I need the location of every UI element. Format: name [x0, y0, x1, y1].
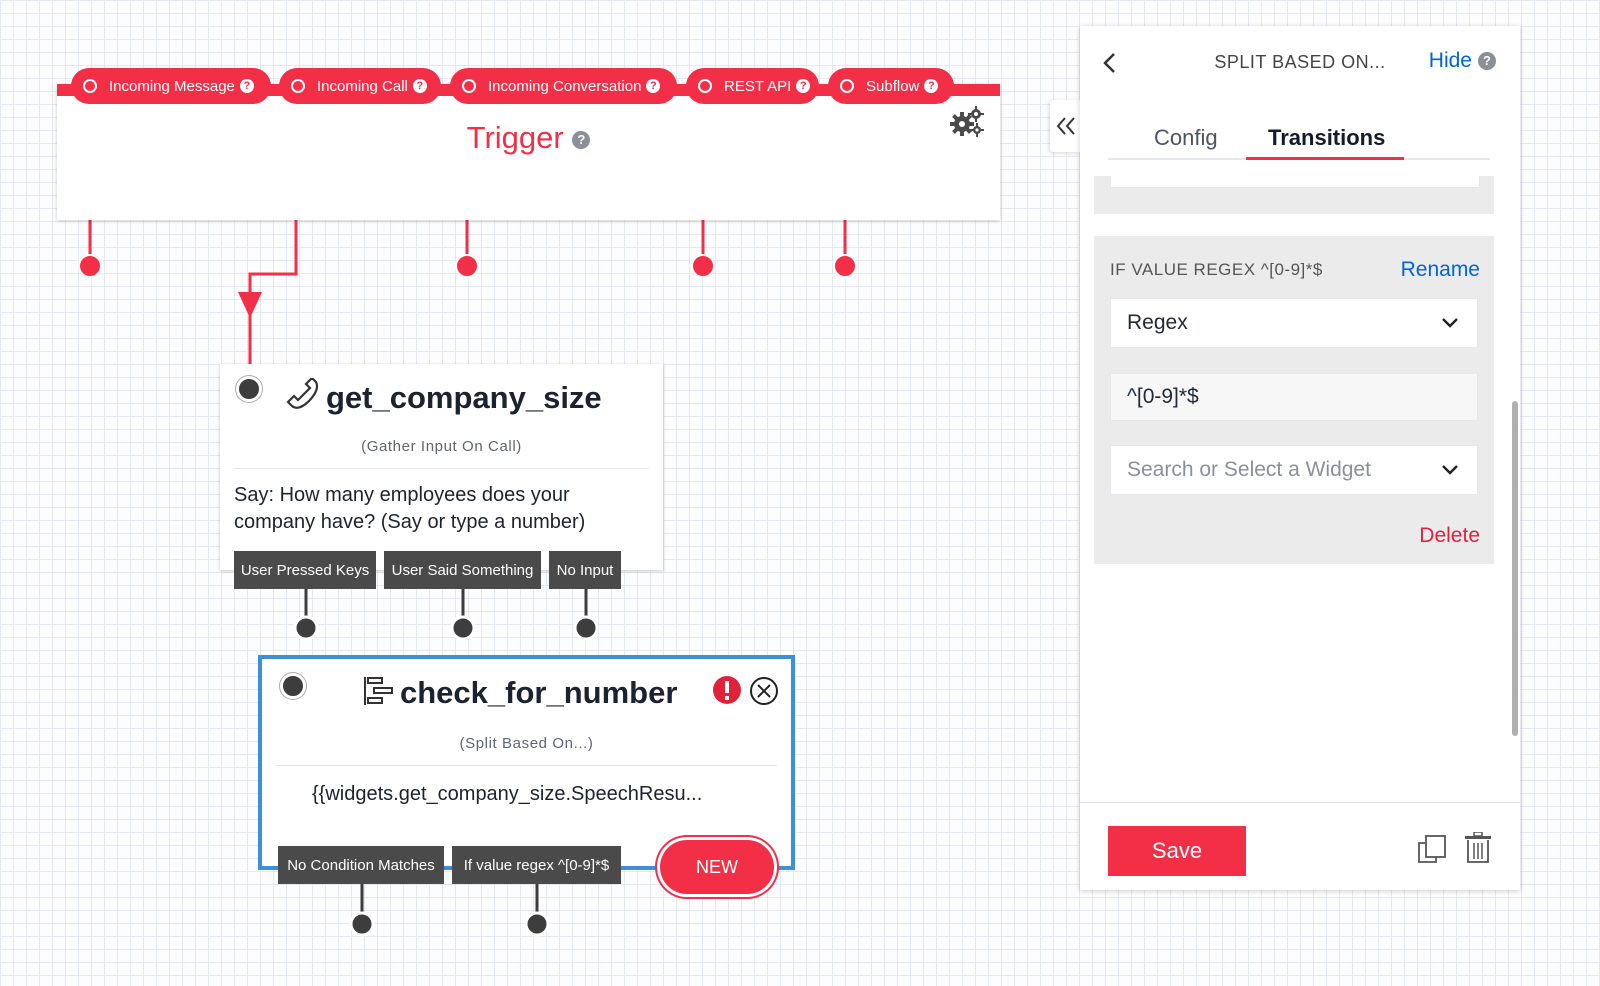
- input-dot[interactable]: [236, 376, 262, 402]
- error-icon[interactable]: [712, 675, 742, 705]
- help-icon[interactable]: ?: [1478, 52, 1496, 70]
- trigger-pill-incoming-message[interactable]: Incoming Message ?: [71, 68, 271, 104]
- body-line: company have? (Say or type a number): [234, 511, 586, 533]
- pill-label: REST API: [724, 77, 792, 95]
- active-tab-indicator: [1246, 157, 1404, 160]
- transition-tag[interactable]: No Condition Matches: [278, 846, 444, 884]
- tab-config[interactable]: Config: [1154, 125, 1218, 150]
- divider: [276, 765, 777, 766]
- trigger-title: Trigger ?: [57, 120, 1000, 156]
- condition-label: IF VALUE REGEX ^[0-9]*$: [1110, 260, 1323, 279]
- collapse-panel-button[interactable]: [1050, 100, 1081, 152]
- trash-icon[interactable]: [1464, 832, 1492, 864]
- help-icon[interactable]: ?: [646, 79, 661, 93]
- output-dot[interactable]: [524, 911, 550, 937]
- widget-body: Say: How many employees does your compan…: [234, 482, 585, 536]
- body-line: Say: How many employees does your: [234, 484, 570, 506]
- duplicate-icon[interactable]: [1416, 834, 1448, 864]
- rename-link[interactable]: Rename: [1400, 258, 1480, 281]
- trigger-widget[interactable]: Trigger ?: [57, 84, 1000, 220]
- footer-divider: [1080, 802, 1520, 803]
- split-widget[interactable]: check_for_number (Split Based On...) {{w…: [258, 655, 795, 870]
- trigger-pill-incoming-conversation[interactable]: Incoming Conversation ?: [450, 68, 677, 104]
- operator-select[interactable]: Regex: [1110, 298, 1478, 348]
- previous-condition-block: [1094, 176, 1494, 214]
- value-input[interactable]: ^[0-9]*$: [1110, 373, 1478, 421]
- output-dot[interactable]: [78, 254, 102, 278]
- widget-select[interactable]: Search or Select a Widget: [1110, 445, 1478, 495]
- help-icon[interactable]: ?: [572, 130, 591, 149]
- panel-title: SPLIT BASED ON...: [1214, 52, 1386, 72]
- chevron-down-icon: [1442, 318, 1458, 328]
- pill-label: Incoming Call: [317, 77, 408, 95]
- chevron-down-icon: [1442, 465, 1458, 475]
- arrow-head-icon: [238, 292, 262, 318]
- save-button[interactable]: Save: [1108, 826, 1246, 876]
- widget-type: (Split Based On...): [459, 735, 594, 752]
- double-chevron-left-icon: [1056, 117, 1075, 135]
- circle-icon: [462, 79, 476, 93]
- output-dot[interactable]: [455, 254, 479, 278]
- output-dot[interactable]: [691, 254, 715, 278]
- transition-tag[interactable]: If value regex ^[0-9]*$: [452, 846, 621, 884]
- widget-body: {{widgets.get_company_size.SpeechResu...: [312, 783, 703, 805]
- input-dot[interactable]: [280, 673, 306, 699]
- widget-type: (Gather Input On Call): [361, 438, 522, 455]
- scrollbar[interactable]: [1512, 401, 1518, 736]
- output-dot[interactable]: [450, 615, 476, 641]
- circle-icon: [698, 79, 712, 93]
- transition-tag[interactable]: User Pressed Keys: [234, 551, 376, 589]
- pill-label: Incoming Conversation: [488, 77, 642, 95]
- trigger-pill-incoming-call[interactable]: Incoming Call ?: [279, 68, 441, 104]
- hide-link[interactable]: Hide: [1428, 49, 1472, 72]
- widget-name: get_company_size: [326, 380, 602, 415]
- widget-select-placeholder: Search or Select a Widget: [1127, 458, 1371, 481]
- help-icon[interactable]: ?: [412, 79, 427, 93]
- gather-widget[interactable]: get_company_size (Gather Input On Call) …: [220, 364, 663, 570]
- circle-icon: [83, 79, 97, 93]
- output-dot[interactable]: [573, 615, 599, 641]
- phone-icon: [286, 378, 319, 409]
- inspector-panel: SPLIT BASED ON... Hide ? Config Transiti…: [1080, 26, 1520, 890]
- output-dot[interactable]: [349, 911, 375, 937]
- output-dot[interactable]: [833, 254, 857, 278]
- previous-field[interactable]: [1110, 176, 1480, 188]
- close-icon[interactable]: [749, 676, 779, 706]
- gear-icon[interactable]: [950, 106, 984, 138]
- pill-label: Subflow: [866, 77, 920, 95]
- panel-tabs: Config Transitions: [1108, 122, 1490, 160]
- trigger-pill-subflow[interactable]: Subflow ?: [828, 68, 954, 104]
- split-icon: [364, 677, 393, 705]
- help-icon[interactable]: ?: [239, 79, 254, 93]
- transition-tag[interactable]: User Said Something: [384, 551, 541, 589]
- new-transition-button[interactable]: NEW: [660, 840, 774, 894]
- operator-value: Regex: [1127, 311, 1188, 334]
- circle-icon: [840, 79, 854, 93]
- back-icon[interactable]: [1102, 52, 1118, 74]
- tab-transitions[interactable]: Transitions: [1268, 125, 1386, 150]
- widget-name: check_for_number: [400, 675, 678, 710]
- trigger-title-text: Trigger: [466, 120, 564, 155]
- output-dot[interactable]: [293, 615, 319, 641]
- pill-label: Incoming Message: [109, 77, 235, 95]
- value-text: ^[0-9]*$: [1127, 385, 1199, 408]
- help-icon[interactable]: ?: [924, 79, 939, 93]
- transition-tag[interactable]: No Input: [549, 551, 621, 589]
- delete-link[interactable]: Delete: [1419, 524, 1480, 547]
- trigger-pill-rest-api[interactable]: REST API ?: [686, 68, 819, 104]
- circle-icon: [291, 79, 305, 93]
- help-icon[interactable]: ?: [796, 79, 811, 93]
- divider: [234, 468, 649, 469]
